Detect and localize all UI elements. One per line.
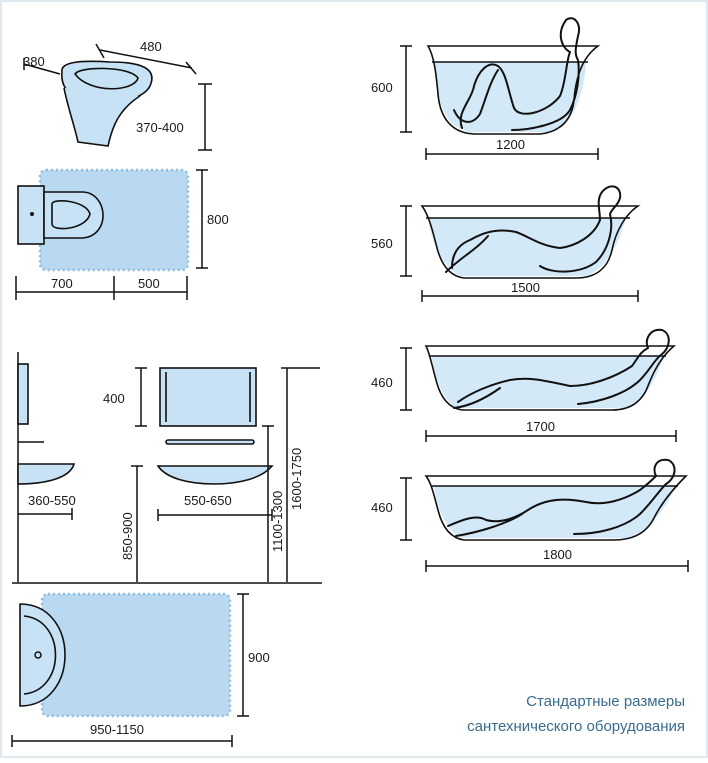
dim-tick <box>95 43 105 59</box>
mirror-height-label: 400 <box>103 391 125 406</box>
sink-basin-front <box>156 465 274 485</box>
bath-height-label: 460 <box>371 500 393 515</box>
sink-basin-side <box>17 463 76 485</box>
sink-width-label: 550-650 <box>184 493 232 508</box>
bath-height-label: 460 <box>371 375 393 390</box>
bath-height-label: 560 <box>371 236 393 251</box>
bath-length-label: 1500 <box>511 280 540 295</box>
sink-clearance-zone <box>40 592 232 718</box>
toilet-depth-label: 380 <box>23 54 45 69</box>
toilet-bowl-inner <box>74 67 139 90</box>
bath-1: 600 1200 <box>371 17 601 160</box>
toilet-zone-depth-label: 800 <box>207 212 229 227</box>
bath-water <box>434 486 676 538</box>
toilet-width-dim <box>99 49 193 69</box>
bather-figure <box>453 17 580 131</box>
sink-plan: 900 950-1150 <box>11 592 270 747</box>
sink-basin-plan <box>19 603 66 707</box>
bath-water <box>428 218 626 276</box>
sink-zone-depth-label: 900 <box>248 650 270 665</box>
bath-tub <box>424 475 688 541</box>
mirror-front <box>159 367 257 427</box>
sink-side-view: 360-550 <box>17 352 76 582</box>
toilet-front-label: 700 <box>51 276 73 291</box>
sink-front-view: 400 550-650 850-900 1100-1300 1600-1750 <box>12 367 322 584</box>
mirror-side <box>17 363 29 425</box>
toilet-bowl-opening <box>51 200 91 230</box>
toilet-width-label: 480 <box>140 39 162 54</box>
sink-rim-height-label: 850-900 <box>120 512 135 560</box>
sink-offset-label: 360-550 <box>28 493 76 508</box>
drain-icon <box>34 651 42 659</box>
bath-tub <box>424 345 677 411</box>
caption-line-2: сантехнического оборудования <box>467 718 685 735</box>
toilet-height-label: 370-400 <box>136 120 184 135</box>
toilet-perspective: 380 480 370-400 <box>23 39 212 151</box>
shelf-front <box>165 439 255 445</box>
toilet-depth-dim <box>23 63 61 75</box>
bath-2: 560 1500 <box>371 185 641 302</box>
bath-3: 460 1700 <box>371 328 677 442</box>
dim-tick <box>185 61 197 75</box>
toilet-pedestal <box>63 87 141 147</box>
bath-tub <box>420 205 641 279</box>
sink-zone-width-label: 950-1150 <box>90 722 144 737</box>
toilet-plan: 800 700 500 <box>15 168 229 300</box>
bath-length-label: 1200 <box>496 137 525 152</box>
sink-basin-inner <box>23 615 57 695</box>
bath-length-label: 1700 <box>526 419 555 434</box>
bath-height-label: 600 <box>371 80 393 95</box>
bather-figure <box>445 185 622 273</box>
toilet-side-label: 500 <box>138 276 160 291</box>
mirror-bottom-label: 1100-1300 <box>270 491 285 552</box>
bath-4: 460 1800 <box>371 458 689 572</box>
bather-figure <box>453 328 670 409</box>
mirror-top-label: 1600-1750 <box>289 448 304 510</box>
caption-line-1: Стандартные размеры <box>526 693 685 710</box>
bather-figure <box>447 458 676 537</box>
toilet-seat <box>43 191 104 239</box>
flush-button-icon <box>30 212 34 216</box>
bath-length-label: 1800 <box>543 547 572 562</box>
